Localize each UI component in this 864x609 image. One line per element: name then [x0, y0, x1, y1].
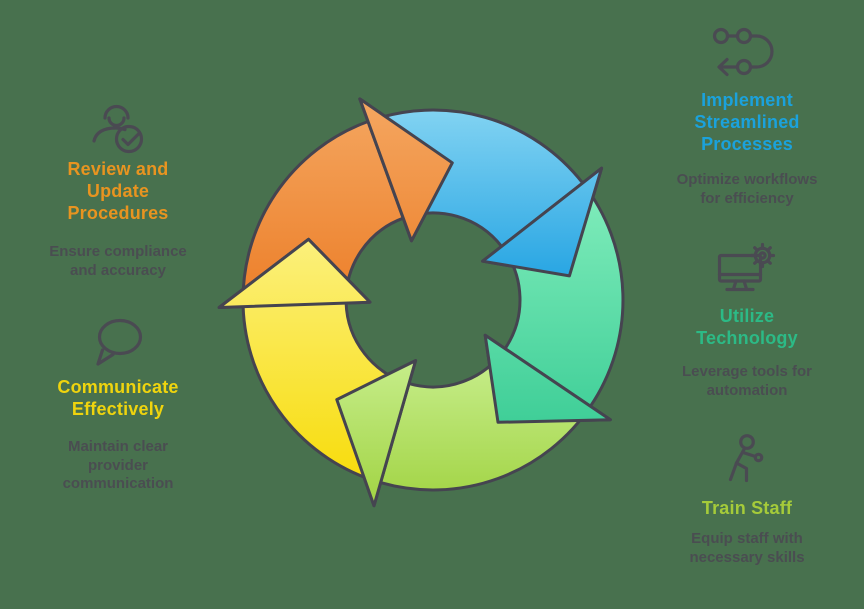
monitor-gear-icon — [717, 242, 776, 292]
train-title: Train Staff — [701, 498, 793, 518]
utilize-subtitle: Leverage tools for automation — [681, 363, 813, 399]
cycle-arrowhead-communicate — [217, 237, 372, 309]
implement-title: Implement Streamlined Processes — [694, 90, 800, 154]
speech-bubble-icon — [96, 318, 143, 366]
train-subtitle: Equip staff with necessary skills — [689, 530, 805, 566]
cycle-arrowhead-review-update — [358, 97, 454, 243]
person-check-icon — [92, 104, 144, 154]
implement-subtitle: Optimize workflows for efficiency — [676, 171, 818, 207]
training-person-icon — [728, 434, 764, 483]
cycle-arrowhead-implement-processes — [481, 166, 604, 278]
review-title: Review and Update Procedures — [67, 159, 169, 223]
communicate-title: Communicate Effectively — [57, 377, 179, 419]
cycle-arrowhead-utilize-technology — [483, 333, 612, 424]
communicate-subtitle: Maintain clear provider communication — [62, 438, 174, 492]
review-subtitle: Ensure compliance and accuracy — [49, 243, 187, 279]
cycle-arrowhead-train-staff — [335, 359, 418, 508]
process-flow-icon — [712, 27, 774, 77]
utilize-title: Utilize Technology — [696, 306, 798, 348]
